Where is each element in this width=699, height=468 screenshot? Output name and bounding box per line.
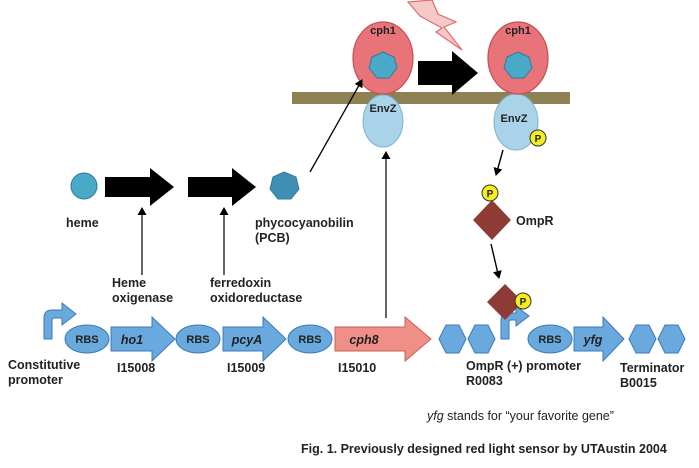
gene-cph8-shape xyxy=(334,315,432,363)
gene-yfg-label: yfg xyxy=(583,333,603,347)
gene-ho1-shape xyxy=(110,315,176,363)
rbs-2-shape xyxy=(175,324,221,354)
terminator-label-line1: Terminator xyxy=(620,361,684,375)
ompr-promoter-label-line2: R0083 xyxy=(466,374,503,388)
pathway-arrow-1 xyxy=(105,168,174,206)
gene-ho1-label: ho1 xyxy=(121,333,143,347)
phospho-envz-label: P xyxy=(535,134,542,145)
rbs-3-label: RBS xyxy=(298,334,321,346)
rbs-2-label: RBS xyxy=(186,334,209,346)
phospho-bound-icon xyxy=(514,292,532,310)
heme-label: heme xyxy=(66,216,99,230)
enzyme2-label-line2: oxidoreductase xyxy=(210,291,302,305)
heme-icon xyxy=(70,172,98,200)
envz-left-shape xyxy=(362,94,404,148)
pcb-to-cph1-arrow xyxy=(309,79,363,173)
constitutive-promoter-icon xyxy=(43,301,77,340)
rbs-4-shape xyxy=(527,324,573,354)
enzyme1-label-line1: Heme xyxy=(112,276,146,290)
rbs-4-label: RBS xyxy=(538,334,561,346)
ompr-to-promoter-arrow xyxy=(490,243,502,279)
yfg-note-rest: stands for “your favorite gene” xyxy=(444,409,614,423)
ompr-bound-shape xyxy=(487,284,523,320)
constitutive-promoter-label-line2: promoter xyxy=(8,373,63,387)
rbs-3-shape xyxy=(287,324,333,354)
pcb-label-line1: phycocyanobilin xyxy=(255,216,354,230)
ompr-label: OmpR xyxy=(516,214,554,228)
phospho-envz-icon xyxy=(529,129,547,147)
id-pcya-label: I15009 xyxy=(227,361,265,375)
ompr-promoter-label-line1: OmpR (+) promoter xyxy=(466,359,581,373)
phospho-ompr-icon xyxy=(481,184,499,202)
chromophore-left-icon xyxy=(368,51,398,79)
terminator-hex-4 xyxy=(657,324,686,354)
gene-yfg-shape xyxy=(573,315,625,363)
pathway-arrow-2 xyxy=(188,168,256,206)
enzyme1-label-line2: oxigenase xyxy=(112,291,173,305)
terminator-hex-3 xyxy=(628,324,657,354)
left-receptor-complex: EnvZ cph1 xyxy=(352,21,414,148)
envz-to-ompr-arrow xyxy=(493,149,504,176)
right-receptor-complex: EnvZ cph1 P xyxy=(487,21,549,151)
gene-pcya-shape xyxy=(222,315,287,363)
id-cph8-label: I15010 xyxy=(338,361,376,375)
genetic-construct: RBS ho1 RBS pcyA RBS cph8 P RBS yfg xyxy=(43,284,686,363)
terminator-label-line2: B0015 xyxy=(620,376,657,390)
gene-pcya-label: pcyA xyxy=(231,333,263,347)
cph1-right-label: cph1 xyxy=(505,25,531,37)
envz-right-label: EnvZ xyxy=(501,113,528,125)
cell-membrane xyxy=(292,92,570,104)
cph1-left-label: cph1 xyxy=(370,25,396,37)
yfg-note: yfg stands for “your favorite gene” xyxy=(426,409,614,423)
chromophore-right-icon xyxy=(503,51,533,79)
terminator-hex-2 xyxy=(467,324,496,354)
red-light-icon xyxy=(406,0,463,51)
yfg-note-italic: yfg xyxy=(426,409,444,423)
phospho-bound-label: P xyxy=(520,297,527,308)
rbs-1-shape xyxy=(64,324,110,354)
rbs-1-label: RBS xyxy=(75,334,98,346)
pcb-label-line2: (PCB) xyxy=(255,231,290,245)
constitutive-promoter-label-line1: Constitutive xyxy=(8,358,80,372)
phospho-ompr-label: P xyxy=(487,189,494,200)
pcb-icon xyxy=(269,171,300,200)
ompr-shape xyxy=(473,200,511,240)
activation-arrow xyxy=(418,51,478,95)
id-ho1-label: I15008 xyxy=(117,361,155,375)
figure-caption: Fig. 1. Previously designed red light se… xyxy=(301,442,667,456)
terminator-hex-1 xyxy=(438,324,467,354)
gene-cph8-label: cph8 xyxy=(349,333,378,347)
enzyme2-label-line1: ferredoxin xyxy=(210,276,271,290)
envz-left-label: EnvZ xyxy=(370,103,397,115)
